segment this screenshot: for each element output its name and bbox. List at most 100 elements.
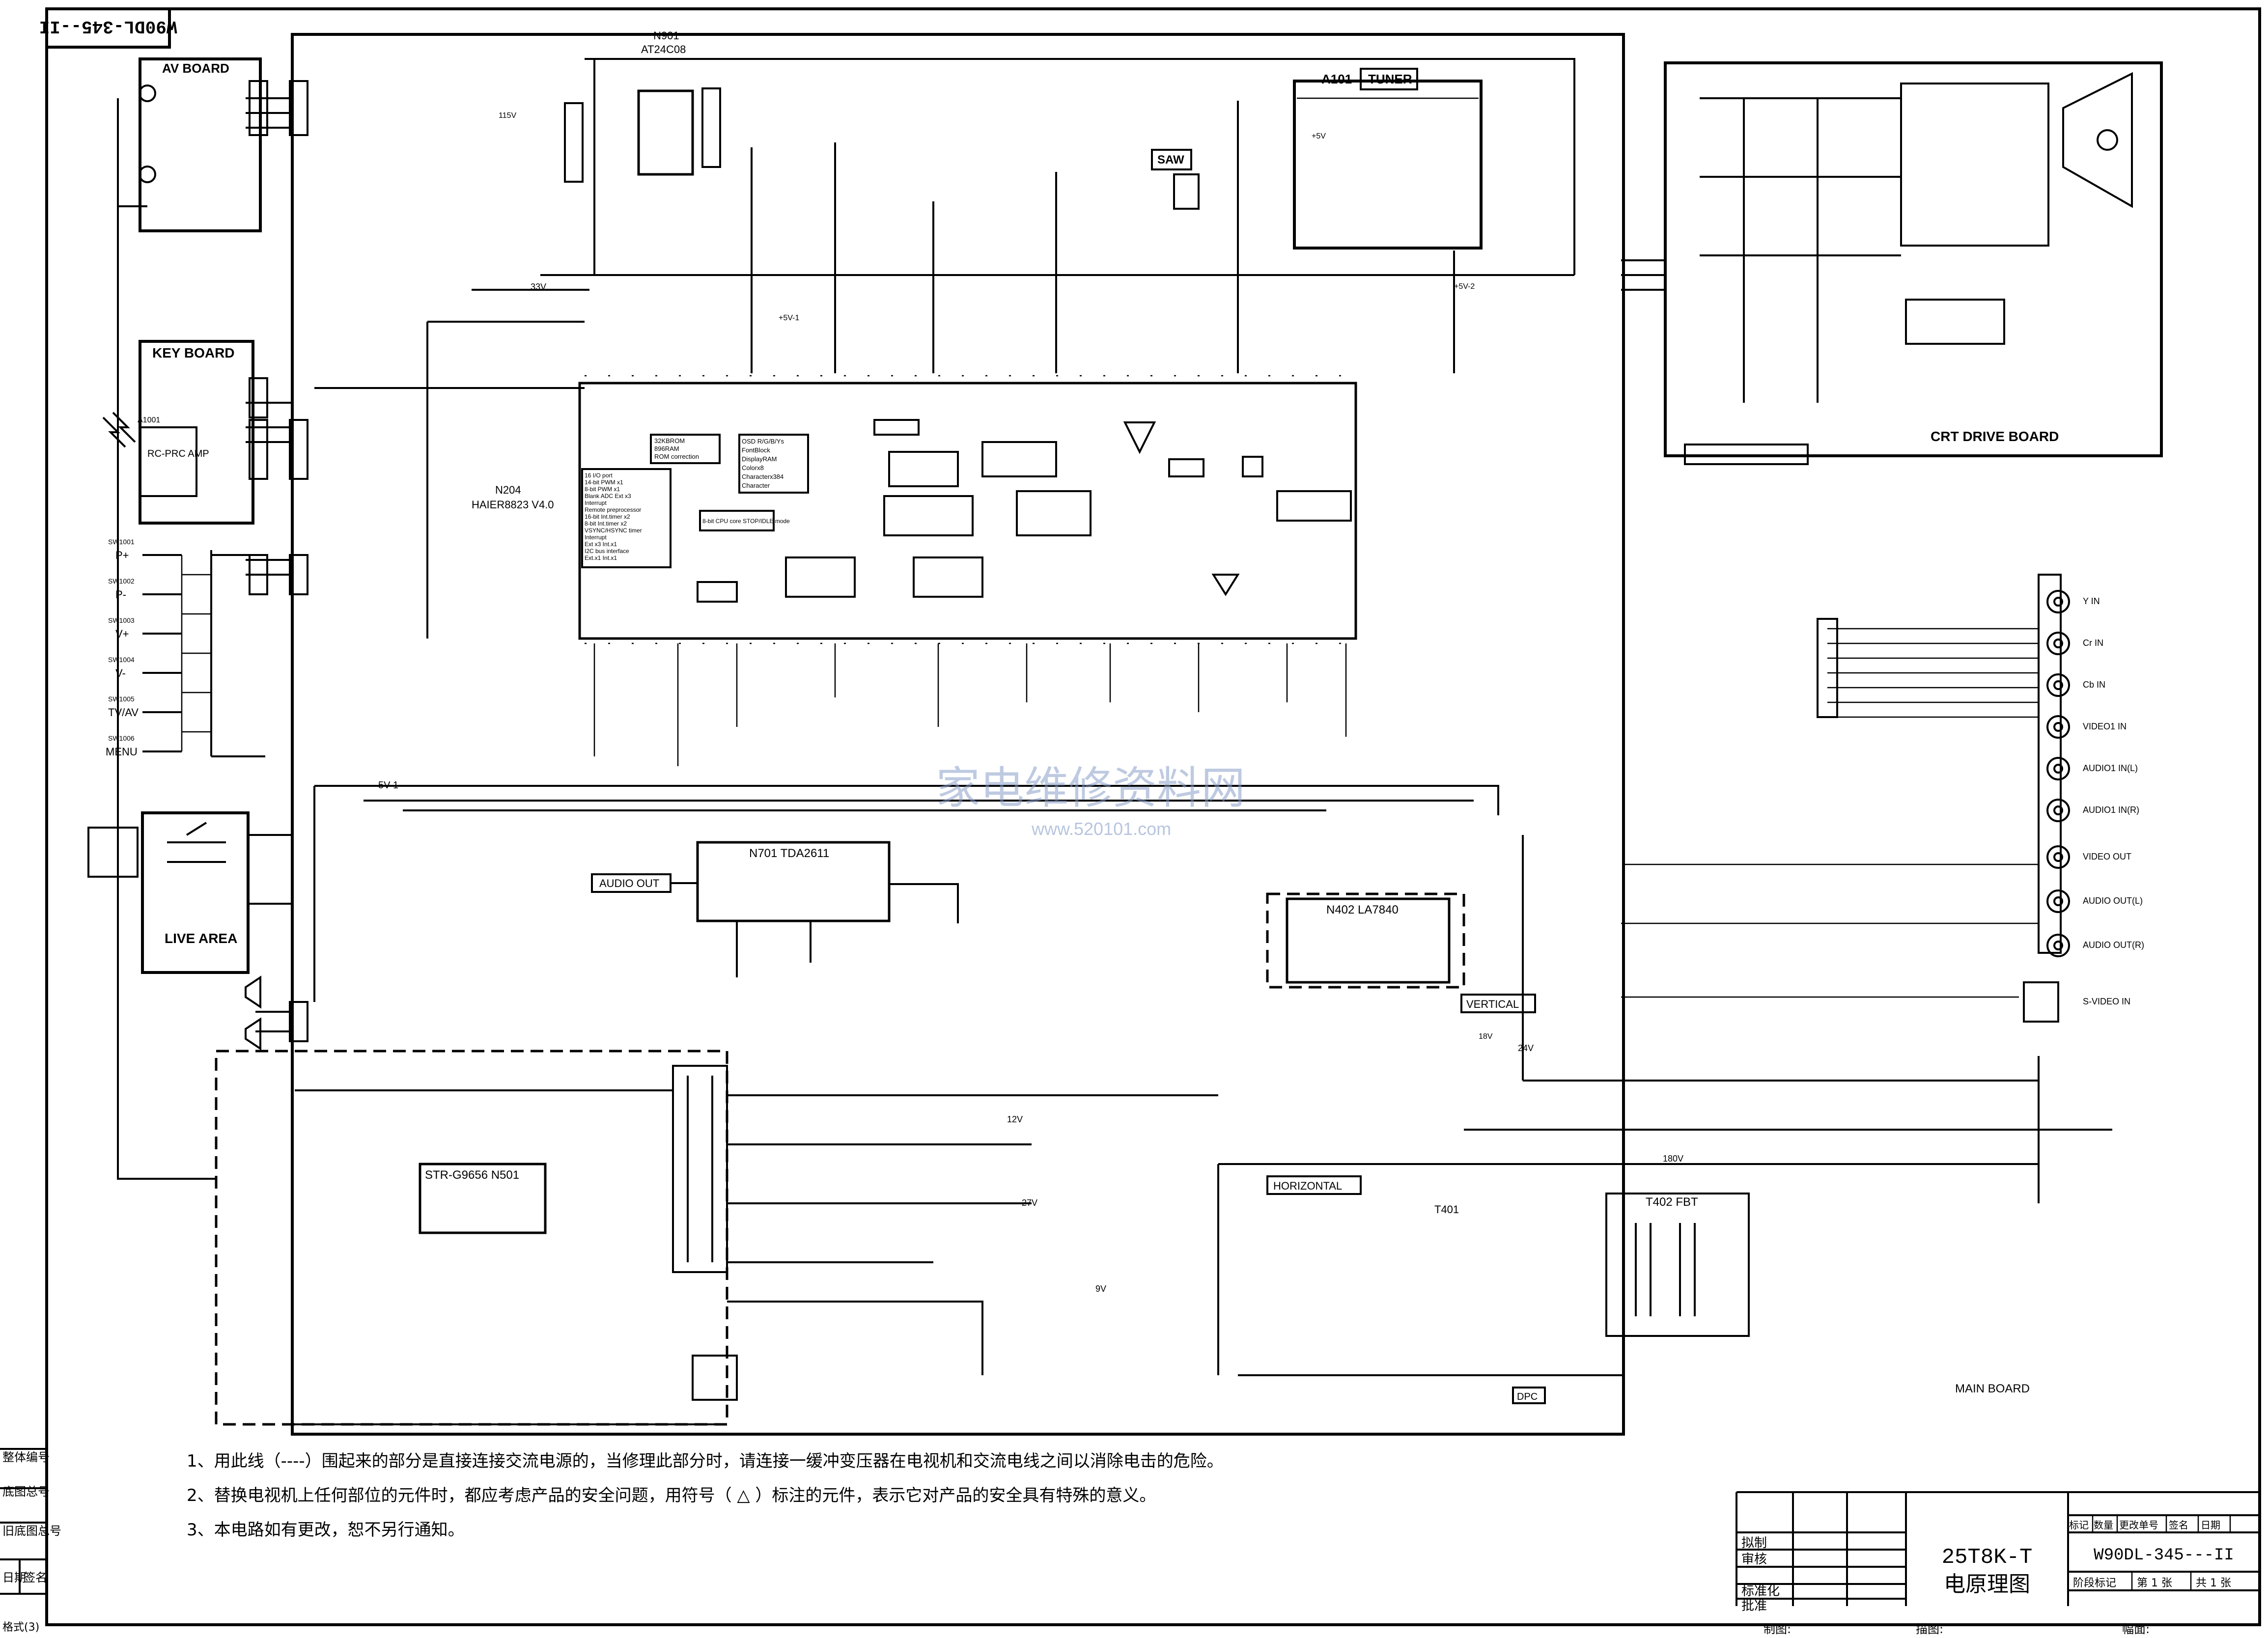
svg-text:ROM correction: ROM correction: [654, 453, 699, 460]
svg-text:VIDEO OUT: VIDEO OUT: [2083, 852, 2131, 861]
dpc-box: [1512, 1387, 1546, 1404]
svg-text:VSYNC/HSYNC timer: VSYNC/HSYNC timer: [585, 527, 642, 534]
svg-text:签名: 签名: [24, 1571, 47, 1584]
crt-board-box: [1664, 61, 2163, 457]
vertical-label: VERTICAL: [1466, 998, 1519, 1010]
hdr-sign: 签名: [2169, 1519, 2188, 1531]
eeprom-ref: N901: [653, 29, 679, 42]
rail-5v-2: +5V-2: [1454, 282, 1475, 291]
sheet-total: 共 1 张: [2196, 1577, 2231, 1589]
saw-box: [1151, 149, 1192, 170]
svg-text:S-VIDEO IN: S-VIDEO IN: [2083, 997, 2130, 1006]
svg-text:DisplayRAM: DisplayRAM: [742, 455, 777, 463]
horizontal-label: HORIZONTAL: [1273, 1180, 1342, 1192]
dpc-label: DPC: [1517, 1391, 1538, 1402]
mid-wiring: [313, 785, 1499, 1002]
svg-text:8-bit Int.timer x2: 8-bit Int.timer x2: [585, 520, 627, 527]
key-ref-2: SW1002: [108, 577, 135, 585]
power-ic-label: STR-G9656 N501: [425, 1168, 519, 1182]
upper-wiring: [314, 58, 1575, 639]
crt-wiring: [1621, 97, 1901, 403]
svg-text:8-bit PWM x1: 8-bit PWM x1: [585, 486, 620, 493]
svg-text:Characterx384: Characterx384: [742, 473, 784, 480]
svg-text:Blank ADC Ext x3: Blank ADC Ext x3: [585, 493, 631, 500]
main-ic-ref: N204: [495, 484, 521, 496]
remote-amp-label: RC-PRC AMP: [147, 448, 209, 459]
svg-text:整体编号: 整体编号: [2, 1450, 50, 1464]
cpu-core-label: 8-bit CPU core STOP/IDLE mode: [702, 518, 790, 525]
key-ref-6: SW1006: [108, 734, 135, 742]
key-button-tv-av: TV/AV: [108, 706, 139, 719]
rear-jack-wiring: [1621, 628, 2039, 998]
note-1: 1、用此线（----）围起来的部分是直接连接交流电源的，当修理此部分时，请连接一…: [187, 1451, 1224, 1471]
xz214-strip: [1817, 618, 1838, 718]
remote-amp-ref: A1001: [138, 416, 160, 424]
main-ic-name: HAIER8823 V4.0: [472, 499, 554, 511]
main-board-label: MAIN BOARD: [1955, 1382, 2030, 1395]
mains-plug: [87, 827, 139, 878]
crt-board-label: CRT DRIVE BOARD: [1931, 429, 2059, 444]
sheet-size: 幅面:: [2122, 1622, 2150, 1636]
svg-text:VIDEO1 IN: VIDEO1 IN: [2083, 722, 2127, 731]
remote-receiver-icon: [102, 412, 136, 448]
title-block: 拟制 审核 标准化 批准 25T8K-T 电原理图 标记 数量 更改单号 签名 …: [1736, 1491, 2260, 1636]
cpu-core-box: [699, 510, 775, 531]
audio-wiring: [671, 882, 959, 977]
svg-text:AUDIO OUT(L): AUDIO OUT(L): [2083, 896, 2143, 906]
crt-connector: [1905, 299, 2005, 345]
ic-block-a: 16 I/O port 14-bit PWM x1 8-bit PWM x1 B…: [581, 468, 672, 568]
hdr-mark: 标记: [2069, 1519, 2089, 1531]
note-3: 3、本电路如有更改，恕不另行通知。: [187, 1520, 465, 1540]
key-button-group: P+ P- V+ V- TV/AV MENU SW1001 SW1002 SW1…: [106, 538, 265, 758]
crt-socket-area: [1900, 83, 2049, 247]
jack-audio1-l: AUDIO1 IN(L): [2046, 757, 2138, 780]
hdr-date: 日期: [2201, 1519, 2220, 1531]
row-standard: 标准化: [1741, 1584, 1780, 1599]
remote-amp-box: [139, 426, 197, 497]
drawing-frame: [45, 7, 2261, 1626]
live-area-label: LIVE AREA: [165, 931, 237, 946]
key-board-label: KEY BOARD: [152, 345, 235, 361]
connector-strips: [249, 80, 721, 1042]
eeprom-name: AT24C08: [641, 43, 686, 56]
stage-mark: 阶段标记: [2073, 1577, 2116, 1589]
rear-jack-group: Y IN Cr IN Cb IN VIDEO1 IN AUDIO1 IN(L) …: [2023, 574, 2144, 1023]
key-ref-1: SW1001: [108, 538, 135, 546]
speaker-group: [245, 975, 261, 1051]
row-approved: 批准: [1741, 1599, 1767, 1613]
audio-ic-body: [696, 841, 891, 922]
rail-5v-1b: +5V-1: [779, 314, 799, 322]
svg-text:底图总号: 底图总号: [2, 1485, 50, 1499]
fbt-box: [1605, 1193, 1750, 1337]
key-button-menu: MENU: [106, 746, 138, 758]
svg-text:AUDIO1 IN(R): AUDIO1 IN(R): [2083, 805, 2139, 815]
ic-block-b: 32KBROM 896RAM ROM correction: [650, 434, 721, 464]
jack-audio-out-r: AUDIO OUT(R): [2046, 934, 2144, 957]
jack-audio-out-l: AUDIO OUT(L): [2046, 889, 2143, 913]
svg-text:Y IN: Y IN: [2083, 596, 2100, 606]
svg-text:FontBlock: FontBlock: [742, 446, 770, 454]
rail-180v: 180V: [1663, 1154, 1683, 1164]
jack-video-out: VIDEO OUT: [2046, 845, 2131, 869]
watermark-url: www.520101.com: [1031, 819, 1171, 839]
svg-text:AUDIO OUT(R): AUDIO OUT(R): [2083, 940, 2144, 950]
drawn-by: 制图:: [1764, 1622, 1791, 1636]
crt-tube-icon: [2062, 72, 2133, 208]
rail-24v: 24V: [1518, 1043, 1534, 1053]
drawing-number: W90DL-345---II: [2094, 1546, 2234, 1565]
model-number: 25T8K-T: [1942, 1545, 2033, 1570]
left-wiring: [117, 97, 292, 1180]
live-area-box: [141, 811, 250, 974]
saw-label: SAW: [1157, 153, 1184, 167]
audio2-jack: [139, 166, 156, 183]
key-ref-4: SW1004: [108, 656, 135, 664]
ic-internal-blocks: [697, 419, 1352, 603]
corner-code: W90DL-345--II: [39, 16, 177, 36]
rail-18v: 18V: [1479, 1032, 1493, 1041]
horizontal-box: [1266, 1175, 1362, 1195]
audio-out-label: AUDIO OUT: [599, 877, 659, 889]
notes-section: 1、用此线（----）围起来的部分是直接连接交流电源的，当修理此部分时，请连接一…: [187, 1453, 1415, 1556]
rail-5v: +5V: [1312, 132, 1326, 140]
ic-bottom-wiring: [593, 643, 1347, 766]
